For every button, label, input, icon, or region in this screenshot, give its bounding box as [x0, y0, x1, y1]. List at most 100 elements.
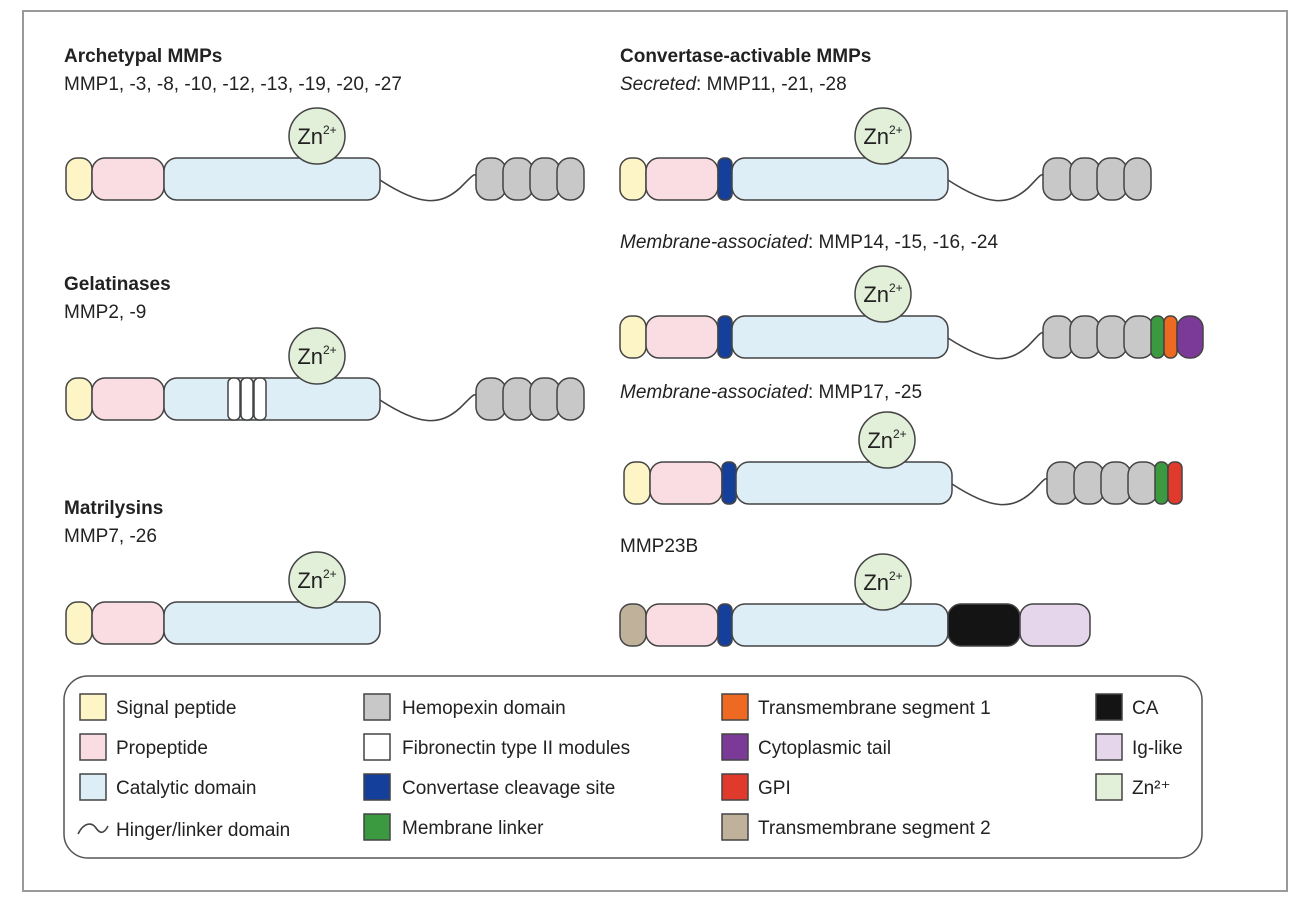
zinc-label: Zn2+ [863, 281, 902, 307]
membrane-linker [1150, 315, 1165, 359]
mmp23b-protein: Zn2+ [619, 553, 1091, 647]
legend-swatch-membrane-linker [363, 813, 391, 841]
fibronectin-module [227, 377, 241, 421]
matrilysins-protein: Zn2+ [65, 551, 381, 645]
propeptide-domain [649, 461, 723, 505]
legend-box [63, 675, 1203, 859]
hemopexin-blade [529, 157, 561, 201]
fibronectin-module [253, 377, 267, 421]
propeptide-domain [91, 377, 165, 421]
hemopexin-blade [1042, 157, 1074, 201]
legend-label-tm2: Transmembrane segment 2 [758, 818, 991, 839]
propeptide-domain [645, 603, 719, 647]
hinge-linker [947, 173, 1044, 202]
legend-label-membrane-linker: Membrane linker [402, 818, 544, 839]
transmembrane-segment-1 [1163, 315, 1178, 359]
propeptide-domain [645, 315, 719, 359]
convertase-title: Convertase-activable MMPs [620, 46, 871, 67]
legend-label-fibronectin: Fibronectin type II modules [402, 738, 630, 759]
propeptide-domain [91, 157, 165, 201]
matrilysins-members: MMP7, -26 [64, 526, 157, 547]
zinc-ion [854, 553, 912, 611]
legend-swatch-cyto [721, 733, 749, 761]
legend-swatch-catalytic [79, 773, 107, 801]
hemopexin-blade [556, 157, 585, 201]
legend-swatch-ca [1095, 693, 1123, 721]
hemopexin-blade [529, 377, 561, 421]
hemopexin-blade [1042, 315, 1074, 359]
zinc-label: Zn2+ [863, 123, 902, 149]
hemopexin-blade [1096, 315, 1128, 359]
catalytic-domain [163, 377, 381, 421]
zinc-ion [854, 107, 912, 165]
hemopexin-blade [556, 377, 585, 421]
zinc-label: Zn2+ [297, 567, 336, 593]
matrilysins-title: Matrilysins [64, 498, 163, 519]
membrane-associated-1-subtitle: Membrane-associated: MMP14, -15, -16, -2… [620, 232, 998, 253]
signal-peptide-domain [65, 601, 93, 645]
convertase-cleavage-site [721, 461, 737, 505]
membrane-associated-2-subtitle: Membrane-associated: MMP17, -25 [620, 382, 922, 403]
hemopexin-blade [1123, 315, 1155, 359]
archetypal-title: Archetypal MMPs [64, 46, 222, 67]
hemopexin-blade [502, 377, 534, 421]
ca-domain [947, 603, 1021, 647]
legend-swatch-signal [79, 693, 107, 721]
legend-swatch-zn [1095, 773, 1123, 801]
legend-swatch-propeptide [79, 733, 107, 761]
gelatinases-title: Gelatinases [64, 274, 171, 295]
catalytic-domain [163, 157, 381, 201]
catalytic-domain [163, 601, 381, 645]
hinge-linker [379, 173, 477, 202]
convertase-cleavage-site [717, 315, 733, 359]
membrane-associated-2-protein: Zn2+ [623, 411, 1183, 506]
propeptide-domain [91, 601, 165, 645]
zinc-label: Zn2+ [297, 343, 336, 369]
legend-label-propeptide: Propeptide [116, 738, 208, 759]
signal-peptide-domain [619, 315, 647, 359]
propeptide-domain [645, 157, 719, 201]
hinge-linker [951, 477, 1048, 506]
zinc-ion [288, 327, 346, 385]
gelatinases-protein: Zn2+ [65, 327, 585, 422]
legend-label-signal: Signal peptide [116, 698, 236, 719]
cytoplasmic-tail [1176, 315, 1204, 359]
legend-label-catalytic: Catalytic domain [116, 778, 256, 799]
transmembrane-segment-2 [619, 603, 647, 647]
figure-frame [22, 10, 1288, 892]
legend-swatch-tm2 [721, 813, 749, 841]
signal-peptide-domain [65, 377, 93, 421]
hemopexin-blade [502, 157, 534, 201]
legend-swatch-convertase [363, 773, 391, 801]
hinge-linker [379, 393, 477, 422]
zinc-ion [288, 107, 346, 165]
convertase-cleavage-site [717, 157, 733, 201]
secreted-subtitle: Secreted: MMP11, -21, -28 [620, 74, 847, 95]
membrane-linker [1154, 461, 1169, 505]
legend-swatch-ig [1095, 733, 1123, 761]
archetypal-protein: Zn2+ [65, 107, 585, 202]
legend-label-hemopexin: Hemopexin domain [402, 698, 566, 719]
legend-swatch-hinge [77, 823, 109, 835]
fibronectin-module [240, 377, 254, 421]
gpi-anchor [1167, 461, 1183, 505]
zinc-label: Zn2+ [867, 427, 906, 453]
hemopexin-blade [1069, 315, 1101, 359]
zinc-ion [854, 265, 912, 323]
zinc-label: Zn2+ [297, 123, 336, 149]
convertase-cleavage-site [717, 603, 733, 647]
zinc-label: Zn2+ [863, 569, 902, 595]
archetypal-members: MMP1, -3, -8, -10, -12, -13, -19, -20, -… [64, 74, 402, 95]
zinc-ion [858, 411, 916, 469]
secreted-protein: Zn2+ [619, 107, 1152, 202]
legend-label-hinge: Hinger/linker domain [116, 820, 290, 841]
ig-like-domain [1019, 603, 1091, 647]
hemopexin-blade [1073, 461, 1105, 505]
signal-peptide-domain [619, 157, 647, 201]
catalytic-domain [731, 157, 949, 201]
legend-swatch-fibronectin [363, 733, 391, 761]
signal-peptide-domain [623, 461, 651, 505]
hemopexin-blade [1100, 461, 1132, 505]
zinc-ion [288, 551, 346, 609]
legend-label-ca: CA [1132, 698, 1159, 719]
